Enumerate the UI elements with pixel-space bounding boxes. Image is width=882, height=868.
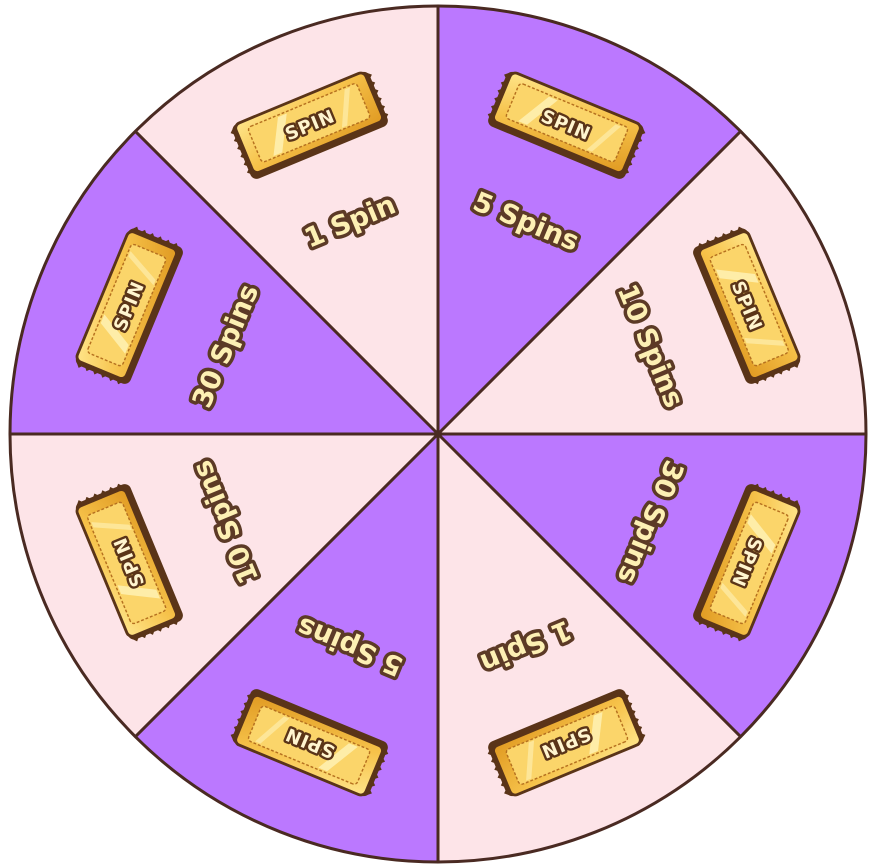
- golden-spin-ticket-icon: SPIN: [693, 226, 801, 385]
- ticket-shine: [747, 514, 776, 554]
- ticket-perforation: [364, 747, 389, 796]
- ticket-perforation: [76, 360, 125, 385]
- ticket-shine: [589, 712, 603, 755]
- golden-spin-ticket-icon: SPIN: [693, 483, 801, 642]
- golden-spin-ticket-icon: SPIN: [75, 226, 183, 385]
- segment-divider: [134, 130, 440, 436]
- ticket-shine: [518, 96, 558, 125]
- ticket-shine: [341, 87, 350, 128]
- golden-spin-ticket-icon: SPIN: [75, 483, 183, 642]
- ticket-shine: [720, 582, 748, 617]
- ticket-perforation: [696, 226, 746, 251]
- segment-divider: [436, 432, 742, 738]
- segment-divider: [436, 130, 742, 436]
- ticket-perforation: [230, 126, 255, 176]
- ticket-shine: [255, 716, 290, 744]
- ticket-shine: [716, 269, 759, 283]
- ticket-perforation: [130, 226, 180, 251]
- ticket-perforation: [76, 483, 125, 508]
- golden-spin-ticket-icon: SPIN: [487, 71, 646, 179]
- ticket-shine: [318, 743, 358, 772]
- ticket-perforation: [621, 126, 646, 176]
- ticket-perforation: [751, 483, 800, 508]
- golden-spin-ticket-icon: SPIN: [230, 71, 389, 179]
- wheel-rim: [8, 4, 868, 864]
- ticket-perforation: [751, 360, 800, 385]
- ticket-shine: [128, 251, 156, 286]
- ticket-shine: [526, 740, 535, 781]
- ticket-shine: [273, 113, 287, 156]
- ticket-shine: [744, 337, 785, 346]
- segment-divider: [134, 432, 440, 738]
- golden-spin-ticket-icon: SPIN: [487, 689, 646, 797]
- ticket-perforation: [130, 617, 180, 642]
- ticket-shine: [117, 585, 160, 599]
- ticket-perforation: [364, 72, 389, 121]
- ticket-perforation: [487, 72, 512, 121]
- ticket-shine: [100, 314, 129, 354]
- ticket-shine: [586, 124, 621, 152]
- ticket-perforation: [621, 692, 646, 742]
- ticket-shine: [91, 522, 132, 531]
- golden-spin-ticket-icon: SPIN: [230, 689, 389, 797]
- wheel-dividers: [10, 6, 866, 862]
- ticket-perforation: [230, 692, 255, 742]
- ticket-perforation: [487, 747, 512, 796]
- ticket-perforation: [696, 617, 746, 642]
